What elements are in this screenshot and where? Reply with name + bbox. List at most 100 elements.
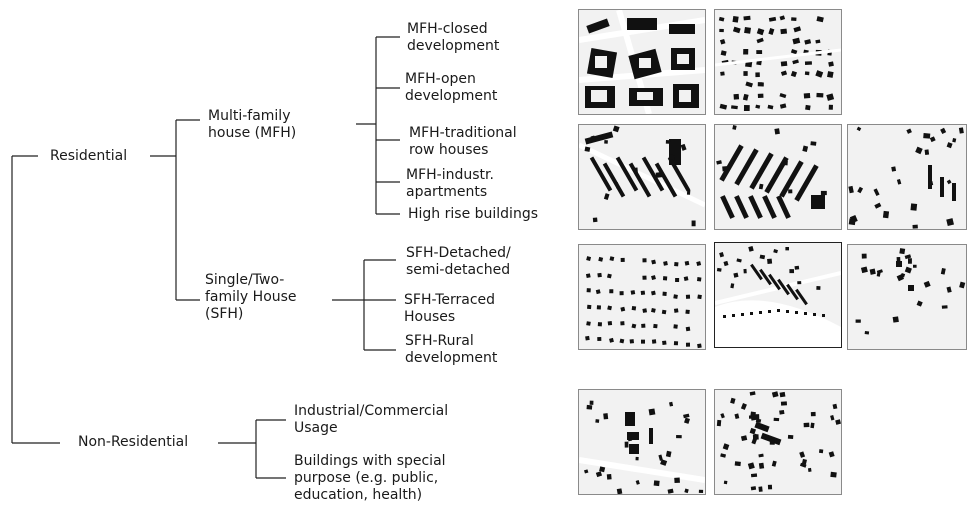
building-footprint <box>665 450 672 458</box>
building-footprint <box>815 70 824 78</box>
building-footprint <box>719 38 726 45</box>
building-footprint <box>776 195 791 219</box>
building-footprint <box>723 315 726 318</box>
building-footprint <box>635 480 640 485</box>
building-footprint <box>748 246 754 252</box>
building-footprint <box>805 104 811 111</box>
map-tile-special <box>714 389 842 495</box>
building-footprint <box>797 281 802 285</box>
building-footprint <box>734 148 759 186</box>
map-tile-mfh-industrial-drawing <box>716 125 827 219</box>
building-footprint <box>595 471 603 478</box>
building-footprint <box>743 71 748 76</box>
street <box>579 457 705 483</box>
map-tile-sfh-detached <box>578 244 706 350</box>
building-footprint <box>768 273 781 291</box>
building-footprint <box>673 341 679 346</box>
building-footprint <box>629 444 639 454</box>
building-footprint <box>653 323 658 329</box>
building-footprint <box>892 316 899 323</box>
building-footprint <box>620 321 625 326</box>
building-footprint <box>612 125 620 133</box>
building-footprint <box>764 156 789 194</box>
building-footprint <box>882 210 890 219</box>
building-footprint <box>758 462 765 469</box>
building-footprint <box>864 330 870 335</box>
map-tile-mfh-industrial <box>714 124 842 230</box>
building-footprint <box>759 254 766 260</box>
building-footprint <box>826 93 835 101</box>
building-footprint <box>696 277 702 282</box>
building-footprint <box>816 286 821 290</box>
building-footprint <box>635 456 639 461</box>
label-mfh-closed: MFH-closed development <box>407 21 500 55</box>
building-footprint <box>768 28 775 36</box>
building-footprint <box>785 246 790 251</box>
building-footprint <box>786 310 789 313</box>
building-footprint <box>755 72 760 78</box>
building-footprint <box>665 139 671 144</box>
building-footprint <box>685 294 691 299</box>
building-footprint <box>662 291 667 296</box>
building-footprint <box>923 280 931 288</box>
building-footprint <box>740 403 747 410</box>
building-footprint <box>750 312 753 315</box>
building-footprint <box>685 342 691 347</box>
building-footprint <box>668 153 676 161</box>
building-footprint <box>716 267 722 272</box>
building-footprint <box>906 128 912 134</box>
building-footprint <box>584 131 614 145</box>
building-footprint <box>592 217 598 223</box>
building-footprint <box>744 26 751 34</box>
building-footprint <box>607 305 612 311</box>
map-tile-mfh-open <box>714 9 842 115</box>
building-footprint <box>779 160 804 198</box>
building-footprint <box>732 314 735 317</box>
building-footprint <box>651 275 656 281</box>
building-footprint <box>586 404 593 410</box>
building-footprint <box>642 258 647 263</box>
building-footprint <box>609 289 614 294</box>
building-footprint <box>780 70 788 76</box>
building-footprint <box>731 105 738 110</box>
building-footprint <box>910 203 918 211</box>
building-footprint <box>794 164 819 202</box>
building-footprint <box>780 28 788 35</box>
building-footprint <box>767 484 773 490</box>
building-footprint <box>684 488 689 494</box>
building-footprint <box>661 309 667 315</box>
building-footprint <box>750 411 756 418</box>
building-footprint <box>595 289 601 295</box>
building-footprint <box>631 323 637 329</box>
label-mfh: Multi-family house (MFH) <box>208 108 297 142</box>
label-mfh-row: MFH-traditional row houses <box>409 125 517 159</box>
building-footprint <box>813 313 816 316</box>
building-footprint <box>716 419 722 427</box>
building-footprint <box>899 248 906 255</box>
building-footprint <box>732 15 739 23</box>
building-footprint <box>674 262 679 267</box>
map-tile-mfh-row-drawing <box>579 125 705 227</box>
building-footprint <box>741 313 744 316</box>
building-footprint <box>861 253 867 259</box>
building-footprint <box>742 93 749 101</box>
building-footprint <box>616 488 623 494</box>
building-footprint <box>787 434 794 439</box>
map-tile-mfh-closed-drawing <box>579 10 705 114</box>
building-footprint <box>929 136 936 143</box>
building-footprint <box>586 321 591 326</box>
building-footprint <box>755 418 762 423</box>
building-footprint <box>749 427 757 435</box>
building-footprint <box>768 310 771 313</box>
building-footprint <box>589 400 594 405</box>
map-tile-mfh-row <box>578 124 706 230</box>
building-footprint <box>720 453 727 458</box>
building-footprint <box>896 261 902 267</box>
building-footprint <box>822 314 825 317</box>
map-tile-high-rise-drawing <box>848 126 964 229</box>
building-footprint <box>663 261 668 266</box>
building-footprint <box>758 486 763 492</box>
building-footprint <box>669 139 681 165</box>
